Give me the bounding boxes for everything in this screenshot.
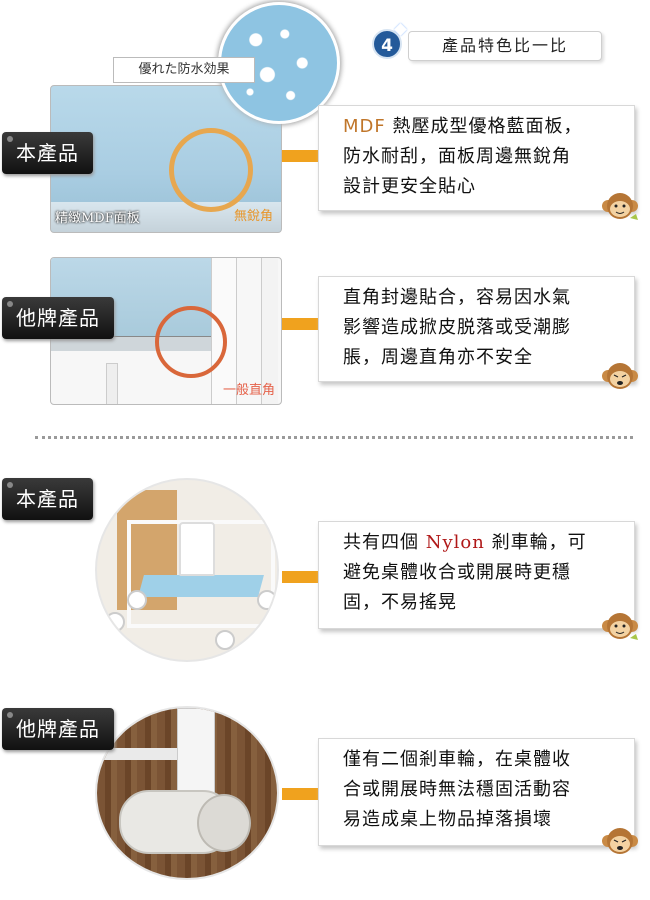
desc-line-3: 固，不易搖晃 bbox=[343, 592, 457, 613]
desc-line-1: MDF 熱壓成型優格藍面板， bbox=[343, 112, 624, 142]
our-product-tag-2: 本產品 bbox=[2, 478, 93, 520]
four-brake-wheels-photo bbox=[95, 478, 279, 662]
desc-line-1-pre: 共有四個 bbox=[343, 532, 426, 553]
desc-line-1: 共有四個 Nylon 剎車輪，可 bbox=[343, 528, 624, 558]
caster-wheel bbox=[257, 590, 277, 610]
caster-wheel bbox=[127, 590, 147, 610]
nylon-accent-text: Nylon bbox=[425, 532, 485, 553]
desc-line-2: 避免桌體收合或開展時更穩 bbox=[343, 562, 571, 583]
rivet-icon bbox=[7, 136, 13, 142]
rivet-icon bbox=[7, 301, 13, 307]
table-leg-back bbox=[261, 258, 278, 404]
right-angle-highlight bbox=[155, 306, 227, 378]
section-number-badge: 4 bbox=[372, 29, 402, 59]
monkey-mascot-icon bbox=[602, 613, 638, 640]
desc-line-3: 易造成桌上物品掉落損壞 bbox=[343, 809, 552, 830]
lantern-decor bbox=[179, 522, 215, 576]
desc-line-1: 僅有二個剎車輪，在桌體收 bbox=[343, 749, 571, 770]
monkey-mascot-icon bbox=[602, 828, 638, 854]
right-angle-caption: 一般直角 bbox=[222, 383, 275, 398]
two-brake-wheels-photo bbox=[95, 706, 279, 880]
desc-line-3: 設計更安全貼心 bbox=[343, 176, 476, 197]
desc-line-2: 合或開展時無法穩固活動容 bbox=[343, 779, 571, 800]
caster-wheel bbox=[105, 612, 125, 632]
our-product-description-2: 共有四個 Nylon 剎車輪，可 避免桌體收合或開展時更穩 固，不易搖晃 bbox=[318, 521, 635, 629]
rivet-icon bbox=[7, 712, 13, 718]
monkey-mascot-icon bbox=[602, 193, 638, 220]
rounded-corner-highlight bbox=[169, 128, 253, 212]
our-product-tag-1: 本產品 bbox=[2, 132, 93, 174]
no-sharp-corner-caption: 無銳角 bbox=[233, 209, 273, 224]
caster-wheel bbox=[215, 630, 235, 650]
desc-line-2: 防水耐刮，面板周邊無銳角 bbox=[343, 146, 571, 167]
feature-compare-header: 4 產品特色比一比 bbox=[372, 23, 602, 65]
our-product-label: 本產品 bbox=[16, 487, 79, 511]
other-brand-description-1: 直角封邊貼合，容易因水氣 影響造成掀皮脱落或受潮膨 脹，周邊直角亦不安全 bbox=[318, 276, 635, 382]
other-brand-label: 他牌產品 bbox=[16, 717, 100, 741]
desc-line-2: 影響造成掀皮脱落或受潮膨 bbox=[343, 317, 571, 338]
other-brand-description-2: 僅有二個剎車輪，在桌體收 合或開展時無法穩固活動容 易造成桌上物品掉落損壞 bbox=[318, 738, 635, 846]
blue-shelf bbox=[138, 575, 264, 597]
mdf-accent-text: MDF bbox=[343, 116, 386, 137]
our-product-label: 本產品 bbox=[16, 141, 79, 165]
other-brand-tag-1: 他牌產品 bbox=[2, 297, 114, 339]
desc-line-1: 直角封邊貼合，容易因水氣 bbox=[343, 287, 571, 308]
table-crossbar bbox=[97, 748, 177, 760]
caster-hub bbox=[197, 794, 251, 852]
desc-line-1-rest: 熱壓成型優格藍面板， bbox=[385, 116, 583, 137]
rivet-icon bbox=[7, 482, 13, 488]
panel-edge bbox=[51, 202, 281, 232]
waterproof-label-overlay: 優れた防水効果 bbox=[113, 57, 255, 83]
mdf-panel-caption: 精緻MDF面板 bbox=[55, 211, 140, 226]
desc-line-1-post: 剎車輪，可 bbox=[484, 532, 587, 553]
other-brand-label: 他牌產品 bbox=[16, 306, 100, 330]
monkey-mascot-icon bbox=[602, 363, 638, 389]
our-product-description-1: MDF 熱壓成型優格藍面板， 防水耐刮，面板周邊無銳角 設計更安全貼心 bbox=[318, 105, 635, 211]
table-support bbox=[106, 363, 118, 404]
section-divider bbox=[35, 436, 633, 439]
other-brand-tag-2: 他牌產品 bbox=[2, 708, 114, 750]
section-title: 產品特色比一比 bbox=[408, 31, 602, 61]
desc-line-3: 脹，周邊直角亦不安全 bbox=[343, 347, 533, 368]
